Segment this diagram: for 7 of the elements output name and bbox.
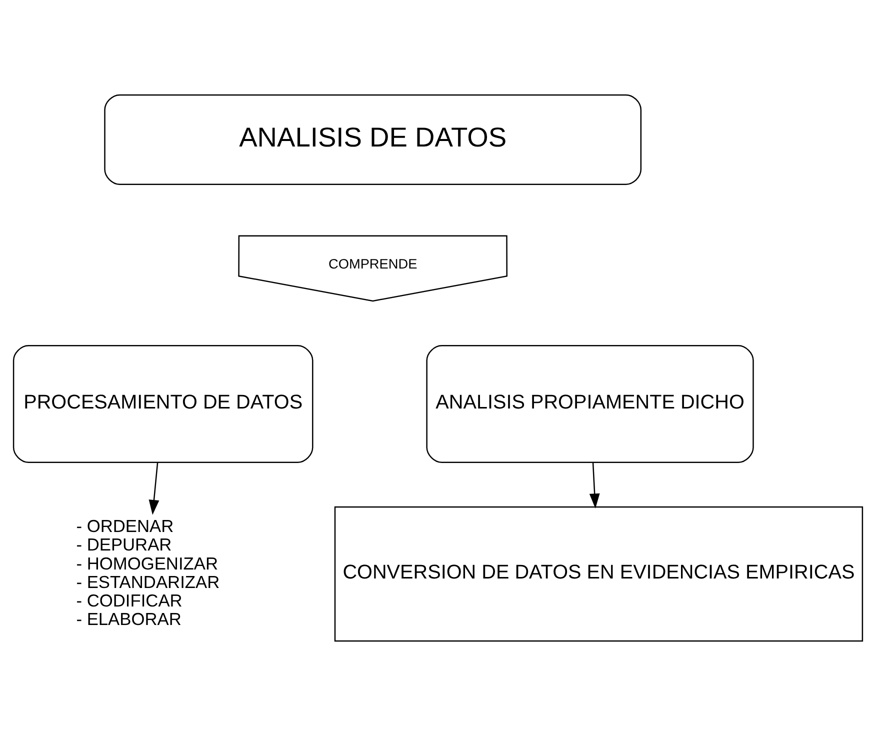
node-box: ANALISIS PROPIAMENTE DICHO xyxy=(426,345,754,463)
arrow xyxy=(148,462,160,515)
node-text: - ORDENAR - DEPURAR - HOMOGENIZAR - ESTANDARIZAR - CODIFICAR - ELABORAR xyxy=(76,516,220,630)
node-box: PROCESAMIENTO DE DATOS xyxy=(12,345,314,463)
node-box: CONVERSION DE DATOS EN EVIDENCIAS EMPIRICAS xyxy=(334,506,864,642)
node-box: ANALISIS DE DATOS xyxy=(104,94,642,185)
arrow xyxy=(589,462,600,508)
